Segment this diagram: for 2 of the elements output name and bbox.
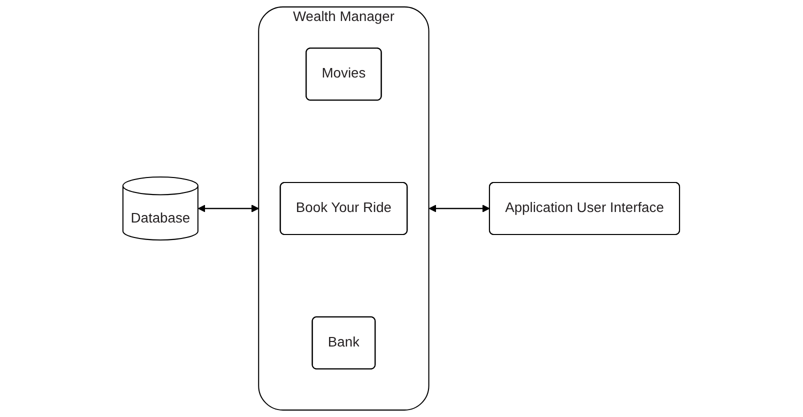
arrow — [429, 204, 490, 212]
arrow — [198, 204, 260, 212]
